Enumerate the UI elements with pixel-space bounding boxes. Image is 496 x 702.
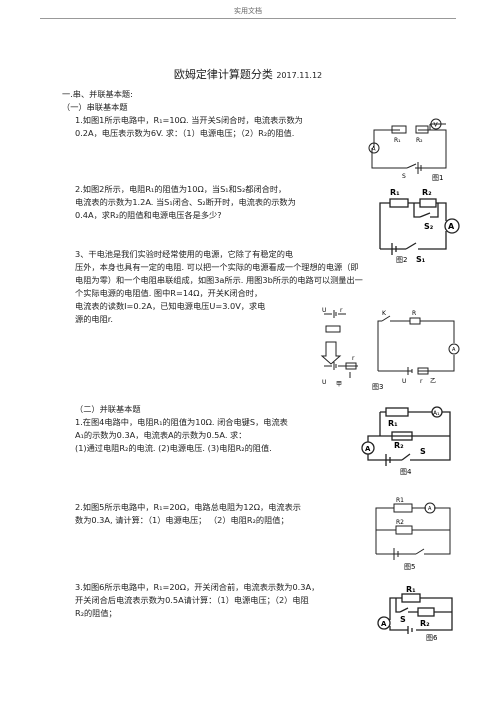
q2-line3: 0.4A，求R₂的阻值和电源电压各是多少? xyxy=(75,210,222,220)
subsection-series: （一）串联基本题 xyxy=(62,102,128,112)
fig2-label-s1: S₁ xyxy=(416,255,426,264)
q6-line1: 3.如图6所示电路中，R₁=20Ω，开关闭合前，电流表示数为0.3A， xyxy=(75,582,320,592)
q4-line3: (1)通过电阻R₂的电流. (2)电源电压. (3)电阻R₂的阻值. xyxy=(75,443,272,453)
fig3b-label-a: A xyxy=(452,347,456,353)
fig6-label-r1: R₁ xyxy=(406,585,416,594)
fig1-label-r2: R₂ xyxy=(416,137,423,144)
fig1-label-a: A xyxy=(372,146,377,153)
fig3a-label-r2: r xyxy=(352,355,355,362)
fig3b-label-k: K xyxy=(382,310,387,317)
q4-line1: 1.在图4电路中，电阻R₁的阻值为10Ω. 闭合电键S，电流表 xyxy=(75,417,288,427)
fig5-label-r2: R2 xyxy=(396,519,404,526)
fig1-label-s: S xyxy=(402,173,406,180)
figure-5-circuit: R1 A R2 图5 xyxy=(375,497,451,571)
fig6-label-a: A xyxy=(381,620,387,628)
q4-line2: A₁的示数为0.3A，电流表A的示数为0.5A. 求： xyxy=(75,430,247,440)
figure-3b-circuit: K R A U r 乙 图3 xyxy=(372,310,460,391)
fig4-label-s: S xyxy=(420,447,426,456)
header-divider xyxy=(40,18,456,19)
fig3a-label-u: U xyxy=(322,307,326,314)
fig3b-label-r2: r xyxy=(420,378,423,385)
q3-line5: 电流表的读数I=0.2A，已知电源电压U=3.0V，求电 xyxy=(75,301,266,311)
page-header: 实用文档 xyxy=(234,7,262,15)
figure-1-circuit: V A R₁ R₂ S 图1 xyxy=(368,118,447,182)
title-date: 2017.11.12 xyxy=(276,71,323,80)
fig5-label-r1: R1 xyxy=(396,497,404,504)
fig3-caption: 图3 xyxy=(372,383,383,391)
fig6-label-s: S xyxy=(400,615,406,624)
fig3a-label-r: r xyxy=(340,307,343,314)
fig2-label-r2: R₂ xyxy=(422,188,432,197)
figure-4-circuit: R₁ A₁ R₂ A S 图4 xyxy=(361,406,451,476)
q3-line3: 电阻为零）和一个电阻串联组成，如图3a所示. 用图3b所示的电路可以测量出一 xyxy=(75,275,363,285)
fig3b-label-yi: 乙 xyxy=(430,378,436,385)
fig3b-label-r: R xyxy=(412,310,416,317)
title-main: 欧姆定律计算题分类 xyxy=(173,68,273,81)
fig4-label-r1: R₁ xyxy=(388,419,398,428)
q3-line6: 源的电阻r. xyxy=(75,314,113,324)
fig2-label-r1: R₁ xyxy=(390,188,400,197)
fig4-label-r2: R₂ xyxy=(394,441,404,450)
fig1-label-r1: R₁ xyxy=(394,137,401,144)
fig3a-label-u2: U xyxy=(322,379,326,386)
q5-line2: 数为0.3A, 请计算：（1）电源电压； （2）电阻R₂的阻值； xyxy=(75,515,289,525)
fig3a-label-jia: 甲 xyxy=(336,381,342,388)
q3-line4: 个实际电源的电阻值. 图中R=14Ω，开关K闭合时， xyxy=(75,288,263,298)
q6-line3: R₂的阻值； xyxy=(75,608,117,618)
fig1-label-v: V xyxy=(434,122,439,129)
fig2-label-a: A xyxy=(448,222,455,231)
fig4-label-a: A xyxy=(365,445,371,453)
q1-line2: 0.2A，电压表示数为6V. 求：（1）电源电压；（2）R₂的阻值. xyxy=(75,128,295,138)
fig6-label-r2: R₂ xyxy=(420,619,430,628)
q3-line2: 压外，本身也具有一定的电阻. 可以把一个实际的电源看成一个理想的电源（即 xyxy=(75,262,359,272)
section-heading: 一.串、并联基本题: xyxy=(62,89,133,99)
document-title: 欧姆定律计算题分类 2017.11.12 xyxy=(0,66,496,82)
fig4-caption: 图4 xyxy=(400,468,412,476)
fig4-label-a1: A₁ xyxy=(433,410,440,417)
fig3b-label-u: U xyxy=(402,378,406,385)
subsection-parallel: （二）并联基本题 xyxy=(75,404,141,414)
figure-6-circuit: R₁ A S R₂ 图6 xyxy=(377,585,453,642)
fig2-label-s2: S₂ xyxy=(424,222,434,231)
figure-3a-source: U r U r 甲 xyxy=(320,307,358,388)
fig5-caption: 图5 xyxy=(404,563,415,571)
fig6-caption: 图6 xyxy=(426,634,438,642)
q5-line1: 2.如图5所示电路中，R₁=20Ω，电路总电阻为12Ω，电流表示 xyxy=(75,502,301,512)
fig5-label-a: A xyxy=(428,506,432,512)
q6-line2: 开关闭合后电流表示数为0.5A请计算：（1）电源电压；（2）电阻 xyxy=(75,595,309,605)
q2-line2: 电流表的示数为1.2A. 当S₁闭合、S₂断开时，电流表的示数为 xyxy=(75,197,296,207)
fig2-caption: 图2 xyxy=(396,256,407,264)
fig1-caption: 图1 xyxy=(432,174,443,182)
figure-2-circuit: R₁ R₂ S₂ A S₁ 图2 xyxy=(379,188,460,264)
q2-line1: 2.如图2所示，电阻R₁的阻值为10Ω，当S₁和S₂都闭合时， xyxy=(75,184,287,194)
q3-line1: 3、干电池是我们实验时经常使用的电源，它除了有稳定的电 xyxy=(75,249,294,259)
q1-line1: 1.如图1所示电路中，R₁=10Ω. 当开关S闭合时，电流表示数为 xyxy=(75,115,303,125)
